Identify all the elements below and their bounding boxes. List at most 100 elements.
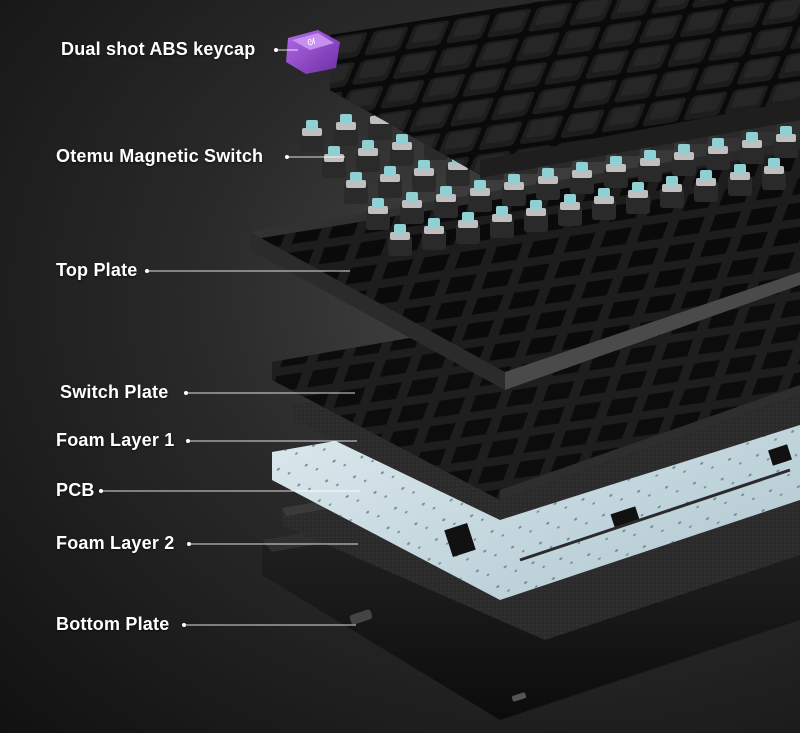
- switch-stem: [396, 134, 408, 144]
- switch-top-housing: [390, 232, 410, 240]
- switch-stem: [428, 218, 440, 228]
- switch-housing: [740, 144, 764, 164]
- switch-top-housing: [606, 164, 626, 172]
- switch-housing: [344, 184, 368, 204]
- switch-stem: [530, 200, 542, 210]
- switch-stem: [418, 160, 430, 170]
- switch-top-housing: [368, 206, 388, 214]
- switch-housing: [422, 230, 446, 250]
- switch-housing: [536, 180, 560, 200]
- switch-top-housing: [526, 208, 546, 216]
- switch-top-housing: [696, 178, 716, 186]
- switch-top-housing: [628, 190, 648, 198]
- switch-top-housing: [572, 170, 592, 178]
- switch-stem: [666, 176, 678, 186]
- switch-stem: [350, 172, 362, 182]
- switch-stem: [542, 168, 554, 178]
- switch-top-housing: [504, 182, 524, 190]
- switch-top-housing: [708, 146, 728, 154]
- switch-housing: [400, 204, 424, 224]
- switch-housing: [356, 152, 380, 172]
- switch-housing: [334, 126, 358, 146]
- switch-stem: [644, 150, 656, 160]
- leader-lines: [101, 49, 360, 626]
- switch-stem: [440, 186, 452, 196]
- switch-top-housing: [674, 152, 694, 160]
- switch-housing: [762, 170, 786, 190]
- label-switch: Otemu Magnetic Switch: [56, 146, 264, 166]
- switch-top-housing: [346, 180, 366, 188]
- switch-stem: [746, 132, 758, 142]
- label-foam-layer-1: Foam Layer 1: [56, 430, 175, 450]
- switch-housing: [626, 194, 650, 214]
- switch-stem: [384, 166, 396, 176]
- switch-housing: [434, 198, 458, 218]
- switch-housing: [446, 166, 470, 186]
- switch-housing: [728, 176, 752, 196]
- switch-housing: [570, 174, 594, 194]
- switch-stem: [362, 140, 374, 150]
- leader-dots: [99, 48, 289, 627]
- switch-top-housing: [776, 134, 796, 142]
- switch-top-housing: [560, 202, 580, 210]
- switch-stem: [712, 138, 724, 148]
- label-pcb: PCB: [56, 480, 95, 500]
- switch-housing: [694, 182, 718, 202]
- rabbit-logo-icon: ᘛ: [307, 37, 317, 49]
- switch-top-housing: [402, 200, 422, 208]
- switch-housing: [638, 162, 662, 182]
- switch-top-housing: [324, 154, 344, 162]
- label-switch-plate: Switch Plate: [60, 382, 169, 402]
- label-bottom-plate: Bottom Plate: [56, 614, 170, 634]
- switch-top-housing: [492, 214, 512, 222]
- switch-stem: [576, 162, 588, 172]
- switch-stem: [496, 206, 508, 216]
- switch-top-housing: [470, 188, 490, 196]
- switch-top-housing: [414, 168, 434, 176]
- switch-top-housing: [640, 158, 660, 166]
- switch-housing: [390, 146, 414, 166]
- switch-stem: [474, 180, 486, 190]
- switch-housing: [300, 132, 324, 152]
- switch-top-housing: [380, 174, 400, 182]
- switch-top-housing: [392, 142, 412, 150]
- switch-housing: [490, 218, 514, 238]
- switch-stem: [306, 120, 318, 130]
- switch-housing: [660, 188, 684, 208]
- switch-housing: [412, 172, 436, 192]
- switch-stem: [678, 144, 690, 154]
- switch-top-housing: [594, 196, 614, 204]
- keycaps-layer: [330, 0, 800, 178]
- switch-top-housing: [336, 122, 356, 130]
- dual-shot-abs-keycap: ᘛ: [286, 30, 340, 74]
- switch-top-housing: [302, 128, 322, 136]
- switch-stem: [394, 224, 406, 234]
- switch-top-housing: [662, 184, 682, 192]
- switch-housing: [502, 186, 526, 206]
- switch-stem: [564, 194, 576, 204]
- switch-stem: [328, 146, 340, 156]
- switch-stem: [610, 156, 622, 166]
- switch-stem: [508, 174, 520, 184]
- switch-stem: [700, 170, 712, 180]
- switch-stem: [462, 212, 474, 222]
- switch-top-housing: [424, 226, 444, 234]
- switch-stem: [780, 126, 792, 136]
- switch-top-housing: [436, 194, 456, 202]
- label-foam-layer-2: Foam Layer 2: [56, 533, 175, 553]
- switch-housing: [558, 206, 582, 226]
- switch-housing: [456, 224, 480, 244]
- switch-top-housing: [742, 140, 762, 148]
- switch-housing: [592, 200, 616, 220]
- switch-housing: [366, 210, 390, 230]
- switch-top-housing: [358, 148, 378, 156]
- switch-stem: [598, 188, 610, 198]
- switch-stem: [768, 158, 780, 168]
- switch-housing: [672, 156, 696, 176]
- switch-housing: [524, 212, 548, 232]
- switch-stem: [406, 192, 418, 202]
- switch-top-housing: [764, 166, 784, 174]
- label-top-plate: Top Plate: [56, 260, 138, 280]
- switch-stem: [632, 182, 644, 192]
